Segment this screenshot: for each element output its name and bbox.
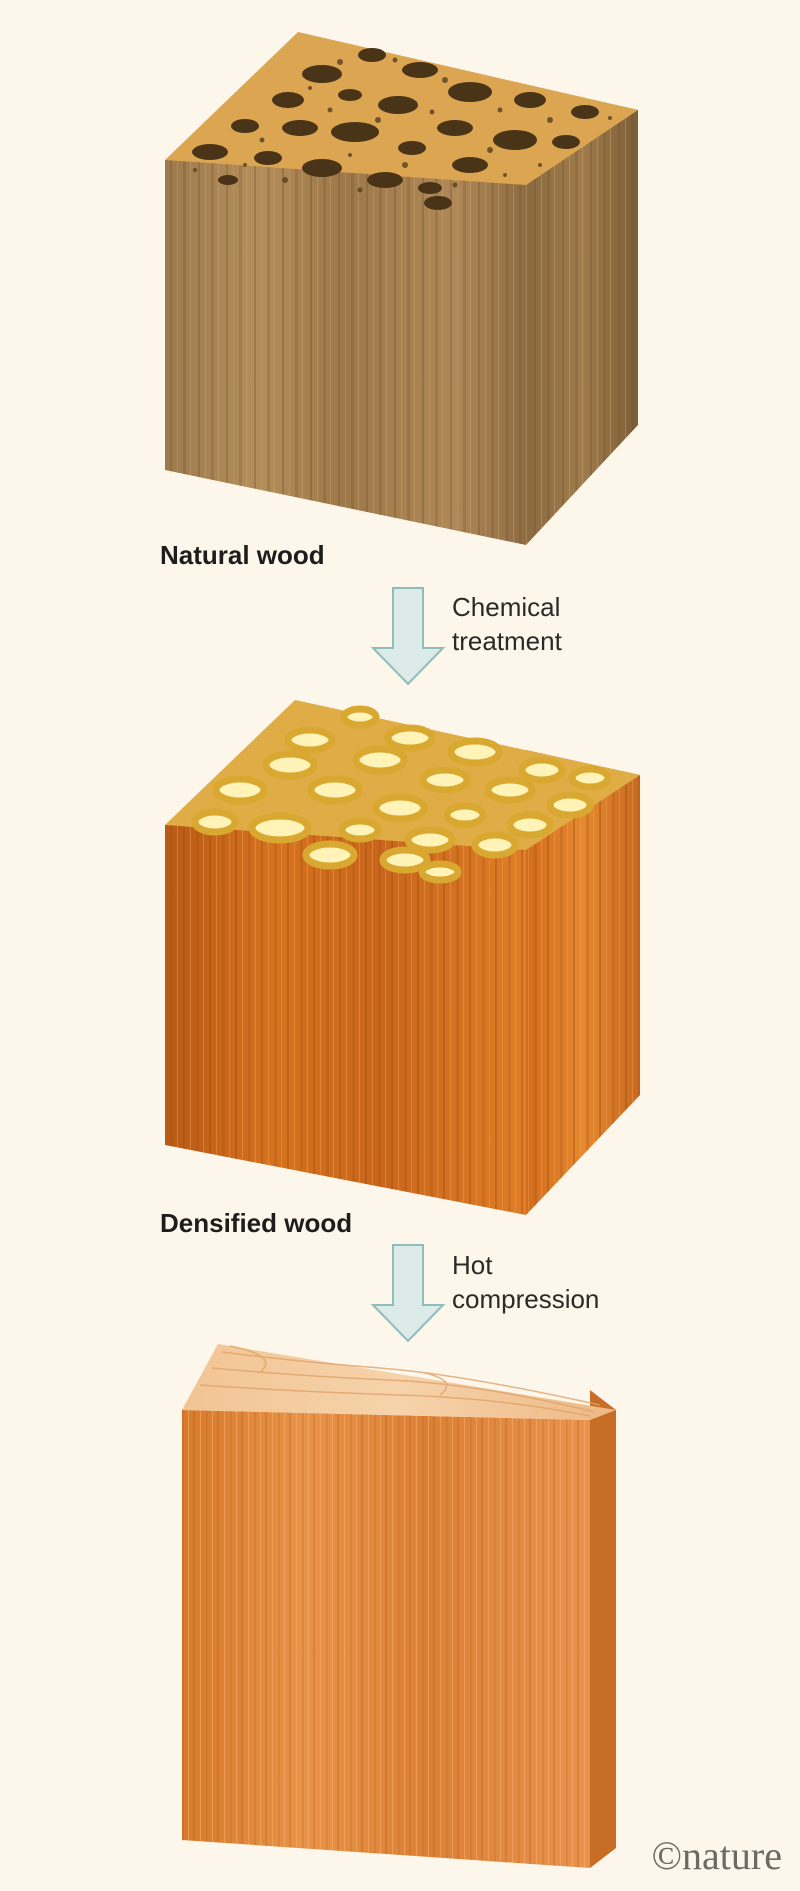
chemical-treatment-arrow (370, 587, 446, 686)
densified-wood-cells (191, 705, 612, 884)
nature-credit: ©nature (651, 1833, 782, 1878)
natural-wood-label: Natural wood (160, 540, 325, 570)
natural-wood-block (165, 32, 638, 545)
chemical-treatment-line2: treatment (452, 626, 562, 656)
natural-wood-pores (192, 48, 599, 210)
hot-compression-arrow (370, 1244, 446, 1343)
compressed-wood-top-face (182, 1344, 616, 1420)
chemical-treatment-label: Chemical treatment (452, 590, 562, 658)
hot-compression-label: Hot compression (452, 1248, 599, 1316)
chemical-treatment-line1: Chemical (452, 592, 561, 622)
hot-compression-line1: Hot (452, 1250, 493, 1280)
hot-compression-line2: compression (452, 1284, 600, 1314)
densified-wood-label: Densified wood (160, 1208, 353, 1238)
compressed-wood-right-face (590, 1390, 616, 1868)
compressed-wood-block (182, 1344, 616, 1868)
densified-wood-block (165, 700, 640, 1215)
